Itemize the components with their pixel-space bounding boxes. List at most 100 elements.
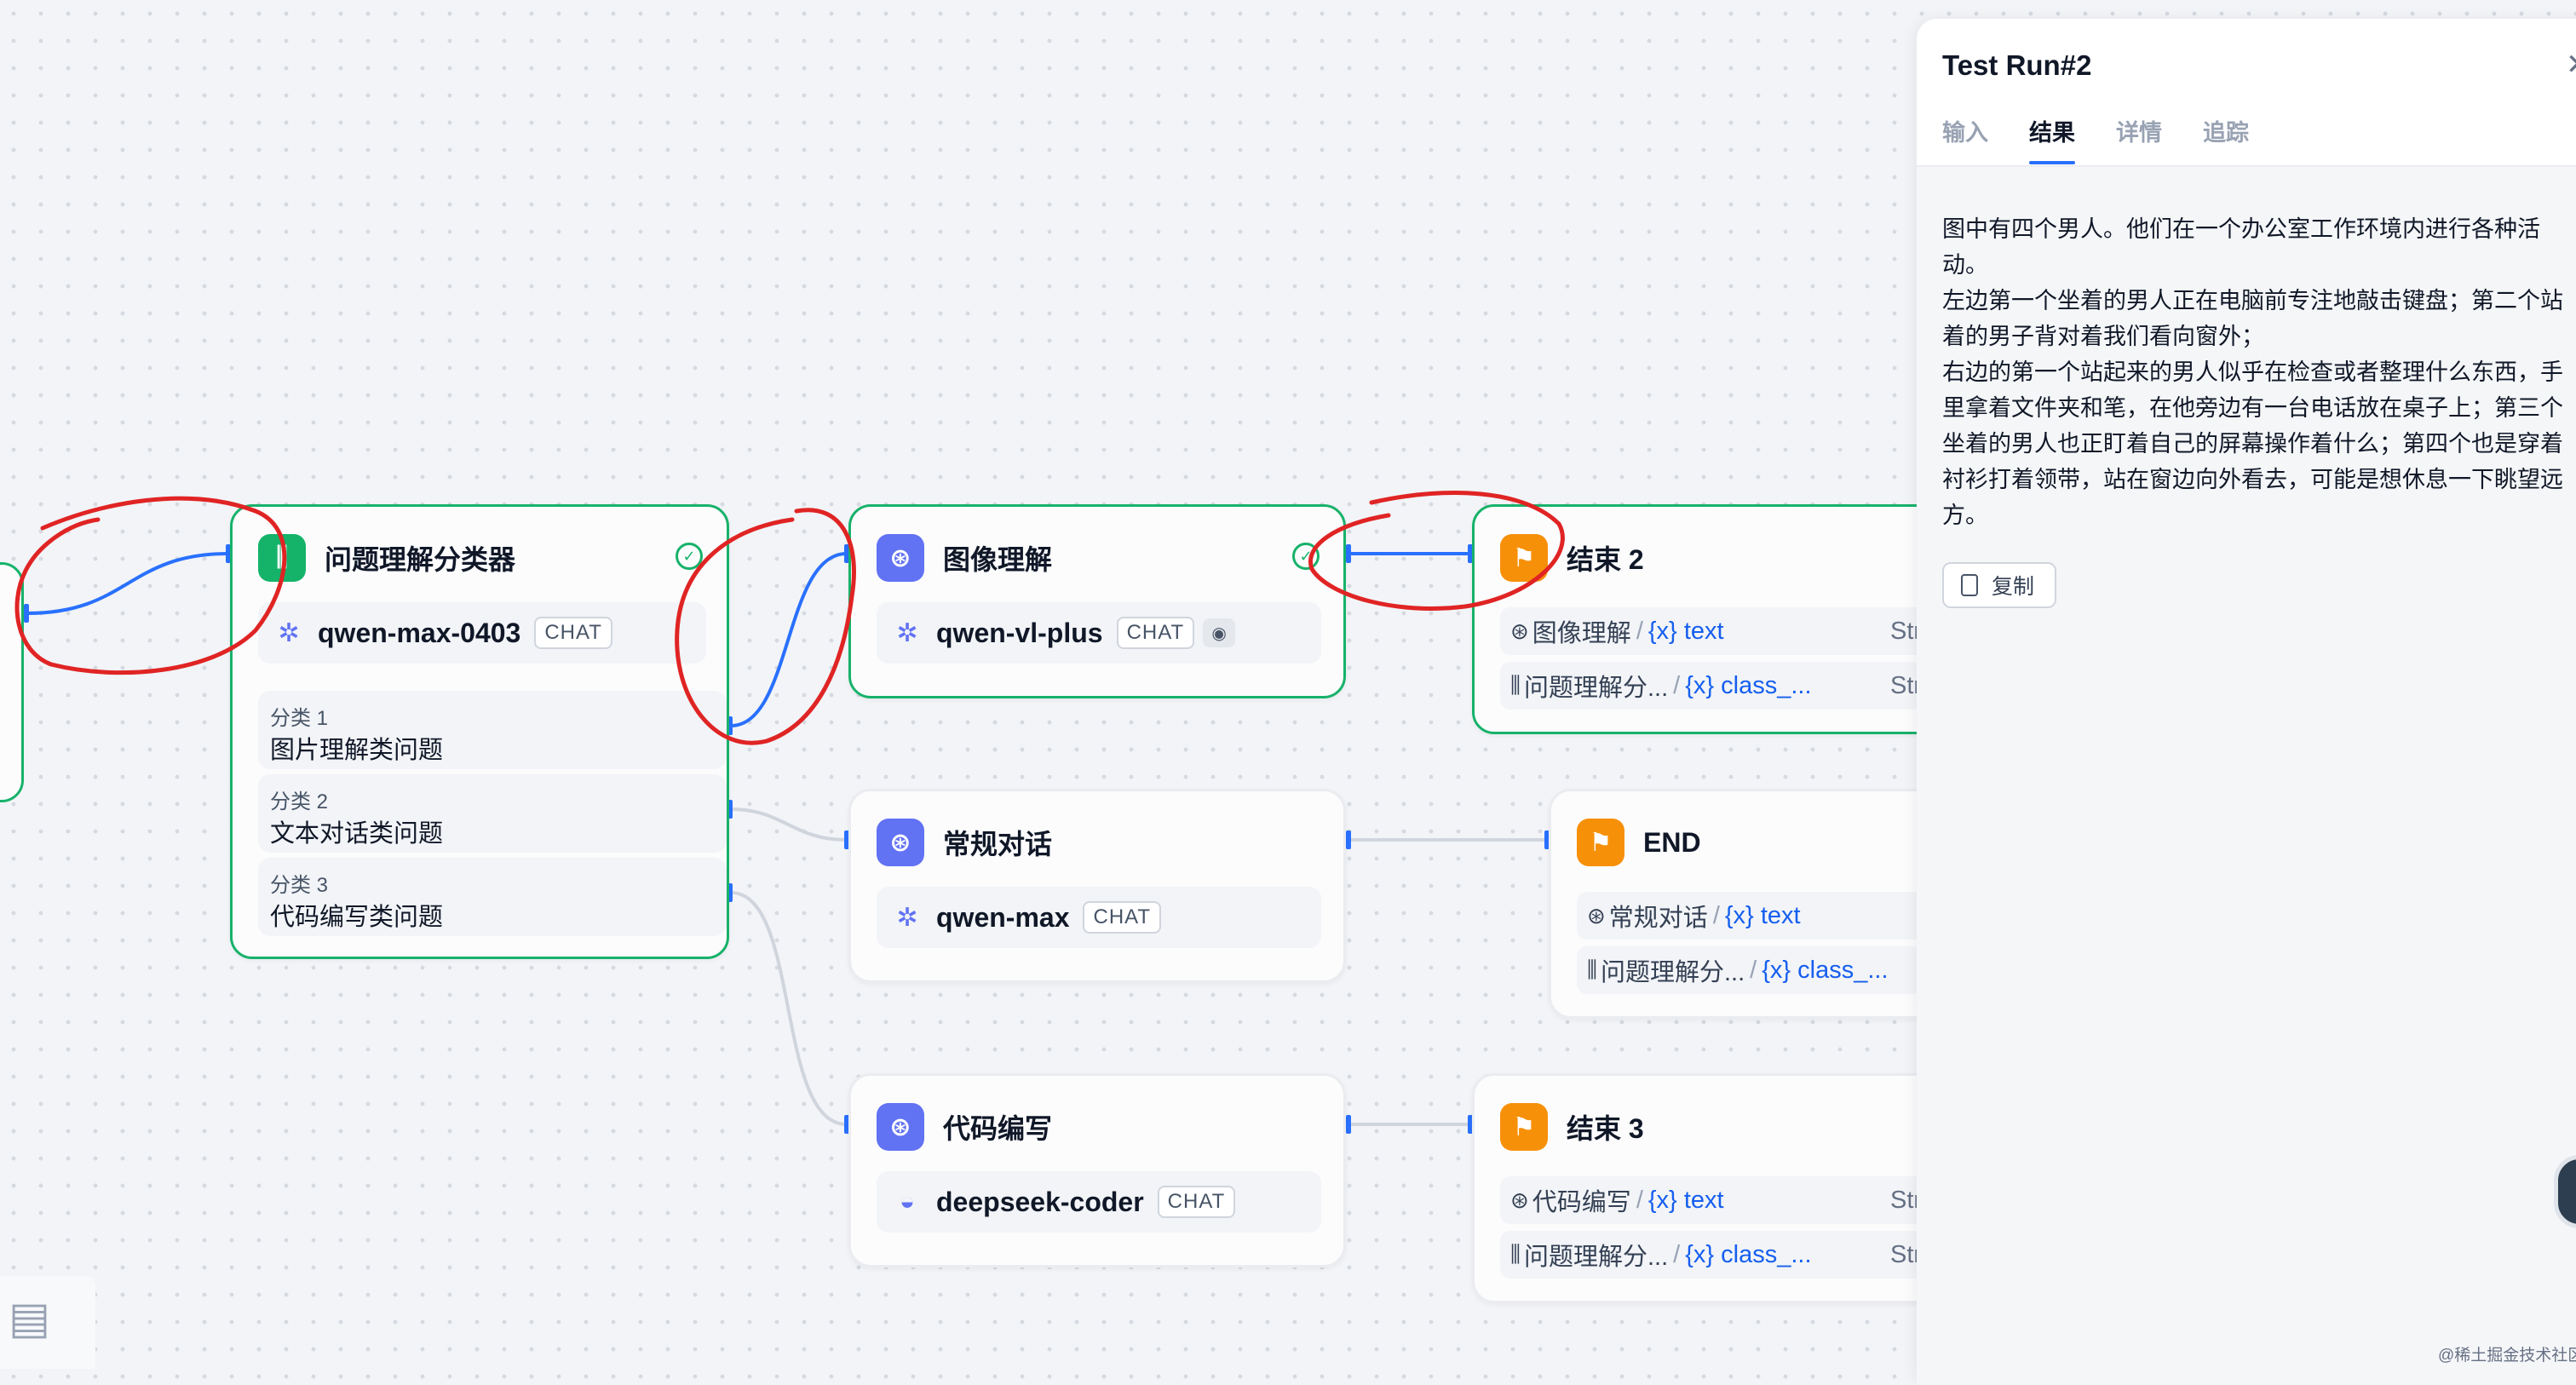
annotation-circle-1 bbox=[14, 496, 287, 675]
panel-title: Test Run#2 bbox=[1942, 49, 2092, 81]
model-selector[interactable]: ✲ qwen-max-0403 CHAT bbox=[258, 602, 706, 664]
model-selector[interactable]: ✲ qwen-vl-plus CHAT ◉ bbox=[877, 602, 1321, 664]
annotation-circle-2 bbox=[675, 508, 856, 745]
node-title: END bbox=[1643, 826, 1701, 858]
var-separator: / bbox=[1712, 901, 1720, 929]
end-flag-icon: ⚑ bbox=[1500, 1103, 1548, 1151]
handle-image-out[interactable] bbox=[1346, 544, 1351, 563]
model-name: qwen-max bbox=[936, 901, 1070, 933]
handle-class3-out[interactable] bbox=[727, 883, 733, 902]
class-label: 分类 3 bbox=[270, 874, 329, 897]
node-title: 常规对话 bbox=[943, 829, 1053, 859]
result-text: 图中有四个男人。他们在一个办公室工作环境内进行各种活 动。 左边第一个坐着的男人… bbox=[1942, 216, 2563, 528]
edge-classifier-to-code bbox=[730, 891, 848, 1126]
class-item-3: 分类 3 代码编写类问题 bbox=[258, 858, 727, 936]
handle-code-in[interactable] bbox=[844, 1115, 849, 1134]
node-title: 结束 3 bbox=[1567, 1113, 1644, 1144]
variable-icon: {x} bbox=[1647, 1186, 1684, 1214]
class-item-2: 分类 2 文本对话类问题 bbox=[258, 774, 727, 853]
var-source: 代码编写 bbox=[1532, 1189, 1631, 1216]
edge-classifier-to-image bbox=[730, 552, 848, 727]
node-code-writing[interactable]: ⊛ 代码编写 ◒ deepseek-coder CHAT bbox=[848, 1073, 1346, 1267]
tab-result[interactable]: 结果 bbox=[2029, 114, 2075, 164]
output-var-row: ⊛ 代码编写 / {x} text Strir bbox=[1500, 1176, 1943, 1224]
handle-end-in[interactable] bbox=[1544, 830, 1550, 849]
var-separator: / bbox=[1636, 1186, 1643, 1214]
var-source: 图像理解 bbox=[1532, 620, 1631, 647]
panel-tabs: 输入 结果 详情 追踪 bbox=[1942, 114, 2290, 164]
variable-icon: {x} bbox=[1762, 956, 1798, 984]
qwen-logo-icon: ✲ bbox=[278, 618, 300, 647]
llm-brain-icon: ⊛ bbox=[1510, 1187, 1529, 1213]
node-title: 结束 2 bbox=[1567, 544, 1644, 575]
model-selector[interactable]: ◒ deepseek-coder CHAT bbox=[877, 1171, 1321, 1233]
copy-button[interactable]: 复制 bbox=[1942, 562, 2057, 608]
var-name: text bbox=[1683, 617, 1724, 645]
chat-badge: CHAT bbox=[1157, 1186, 1236, 1218]
chat-badge: CHAT bbox=[534, 617, 612, 649]
tab-detail[interactable]: 详情 bbox=[2116, 120, 2162, 146]
handle-start-out[interactable] bbox=[24, 604, 29, 623]
var-separator: / bbox=[1673, 671, 1681, 699]
variable-icon: {x} bbox=[1685, 671, 1722, 699]
success-check-icon: ✓ bbox=[676, 543, 703, 570]
variable-icon: {x} bbox=[1647, 617, 1684, 645]
node-header: ⊛ 图像理解 bbox=[877, 532, 1052, 583]
handle-end3-in[interactable] bbox=[1468, 1115, 1473, 1134]
var-separator: / bbox=[1673, 1240, 1681, 1268]
copy-label: 复制 bbox=[1992, 575, 2035, 599]
classifier-icon: ⫼ bbox=[1587, 957, 1597, 982]
handle-code-out[interactable] bbox=[1346, 1115, 1351, 1134]
clipboard-icon bbox=[1961, 574, 1978, 596]
tab-input[interactable]: 输入 bbox=[1942, 120, 1988, 146]
llm-brain-icon: ⊛ bbox=[877, 1103, 924, 1151]
annotation-circle-3 bbox=[1308, 491, 1565, 611]
class-value: 文本对话类问题 bbox=[270, 820, 444, 848]
minimap[interactable]: ▤ bbox=[0, 1276, 95, 1369]
var-source: 问题理解分... bbox=[1523, 675, 1669, 702]
partial-node-left[interactable] bbox=[0, 562, 24, 802]
result-area: 图中有四个男人。他们在一个办公室工作环境内进行各种活 动。 左边第一个坐着的男人… bbox=[1917, 167, 2576, 1385]
var-separator: / bbox=[1750, 956, 1757, 984]
output-var-row: ⫼ 问题理解分... / {x} class_... Strir bbox=[1500, 1231, 1943, 1279]
end-flag-icon: ⚑ bbox=[1577, 819, 1624, 866]
class-item-1: 分类 1 图片理解类问题 bbox=[258, 691, 727, 769]
handle-end2-in[interactable] bbox=[1468, 544, 1473, 563]
test-run-panel: Test Run#2 ✕ 输入 结果 详情 追踪 图中有四个男人。他们在一个办公… bbox=[1917, 19, 2576, 1385]
node-end[interactable]: ⚑ END ⊛ 常规对话 / {x} text ⫼ 问题理解分... / {x}… bbox=[1549, 789, 1949, 1019]
node-image-understanding[interactable]: ⊛ 图像理解 ✓ ✲ qwen-vl-plus CHAT ◉ bbox=[848, 504, 1346, 698]
class-value: 图片理解类问题 bbox=[270, 737, 444, 764]
model-name: qwen-max-0403 bbox=[318, 617, 521, 648]
qwen-logo-icon: ✲ bbox=[896, 618, 918, 647]
tabs-divider bbox=[1917, 165, 2576, 167]
handle-image-in[interactable] bbox=[844, 544, 849, 563]
handle-classifier-in[interactable] bbox=[226, 544, 231, 563]
qwen-logo-icon: ✲ bbox=[896, 903, 918, 932]
variable-icon: {x} bbox=[1724, 901, 1761, 929]
node-end-2[interactable]: ⚑ 结束 2 ⊛ 图像理解 / {x} text Strir ⫼ 问题理解分..… bbox=[1472, 504, 1949, 734]
deepseek-logo-icon: ◒ bbox=[899, 1187, 916, 1215]
chat-badge: CHAT bbox=[1083, 901, 1162, 934]
node-general-chat[interactable]: ⊛ 常规对话 ✲ qwen-max CHAT bbox=[848, 789, 1346, 983]
output-var-row: ⊛ 图像理解 / {x} text Strir bbox=[1500, 607, 1943, 655]
watermark: @稀土掘金技术社区 bbox=[2438, 1347, 2576, 1365]
output-var-row: ⫼ 问题理解分... / {x} class_... bbox=[1577, 946, 1943, 994]
close-icon[interactable]: ✕ bbox=[2566, 48, 2576, 82]
model-name: qwen-vl-plus bbox=[936, 617, 1103, 648]
tab-trace[interactable]: 追踪 bbox=[2203, 120, 2249, 146]
handle-chat-in[interactable] bbox=[844, 830, 849, 849]
handle-class2-out[interactable] bbox=[727, 800, 733, 819]
node-title: 图像理解 bbox=[943, 544, 1053, 575]
variable-icon: {x} bbox=[1685, 1240, 1722, 1268]
handle-class1-out[interactable] bbox=[727, 716, 733, 735]
class-value: 代码编写类问题 bbox=[270, 904, 444, 931]
model-selector[interactable]: ✲ qwen-max CHAT bbox=[877, 887, 1321, 948]
vision-eye-icon: ◉ bbox=[1203, 618, 1236, 647]
node-question-classifier[interactable]: ⫼ 问题理解分类器 ✓ ✲ qwen-max-0403 CHAT 分类 1 图片… bbox=[230, 504, 729, 959]
node-header: ⚑ 结束 3 bbox=[1500, 1101, 1644, 1152]
llm-brain-icon: ⊛ bbox=[877, 819, 924, 866]
classifier-icon: ⫼ bbox=[1510, 672, 1521, 698]
handle-chat-out[interactable] bbox=[1346, 830, 1351, 849]
node-end-3[interactable]: ⚑ 结束 3 ⊛ 代码编写 / {x} text Strir ⫼ 问题理解分..… bbox=[1472, 1073, 1949, 1303]
